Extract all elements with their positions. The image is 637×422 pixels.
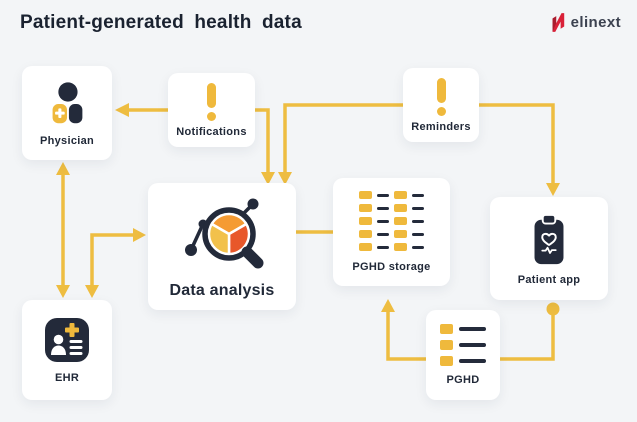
elinext-logo-icon	[552, 13, 564, 32]
brand-logo: elinext	[549, 12, 621, 33]
node-ehr: EHR	[22, 300, 112, 400]
arrowhead-to-analysis-2	[278, 172, 292, 185]
magnifier-pie-icon	[185, 198, 264, 268]
arrowhead-to-storage-up	[381, 299, 395, 312]
node-pghd-storage: PGHD storage	[333, 178, 450, 286]
node-label-pghd: PGHD	[446, 374, 480, 386]
arrowhead-to-patient-app	[546, 183, 560, 196]
node-label-notifications: Notifications	[176, 125, 247, 138]
node-label-pghd-storage: PGHD storage	[352, 261, 431, 273]
brand-name: elinext	[570, 14, 621, 31]
node-data-analysis: Data analysis	[148, 183, 296, 310]
list-icon	[440, 324, 486, 366]
node-label-ehr: EHR	[54, 372, 80, 384]
data-grid-icon	[359, 191, 424, 251]
page-title: Patient-generated health data	[20, 12, 302, 33]
arrowhead-to-physician	[115, 103, 129, 117]
node-reminders: Reminders	[403, 68, 479, 142]
arrowhead-to-ehr-1	[56, 285, 70, 298]
health-record-icon	[45, 318, 89, 362]
health-app-icon	[534, 213, 564, 264]
dot-patient-app-origin	[546, 302, 560, 316]
physician-icon	[52, 82, 83, 124]
node-pghd: PGHD	[426, 310, 500, 400]
node-label-patient-app: Patient app	[517, 273, 581, 286]
edge-ehr-analysis	[90, 233, 138, 289]
node-label-reminders: Reminders	[411, 120, 471, 133]
arrowhead-to-ehr-2	[85, 285, 99, 298]
node-label-physician: Physician	[39, 135, 95, 147]
arrowhead-to-analysis-left	[133, 228, 146, 242]
arrowhead-to-physician-up	[56, 162, 70, 175]
arrowhead-to-analysis-1	[261, 172, 275, 185]
node-label-data-analysis: Data analysis	[169, 281, 275, 299]
exclamation-icon	[436, 77, 446, 116]
node-patient-app: Patient app	[490, 197, 608, 300]
node-physician: Physician	[22, 66, 112, 160]
exclamation-icon	[207, 82, 216, 121]
node-notifications: Notifications	[168, 73, 255, 147]
